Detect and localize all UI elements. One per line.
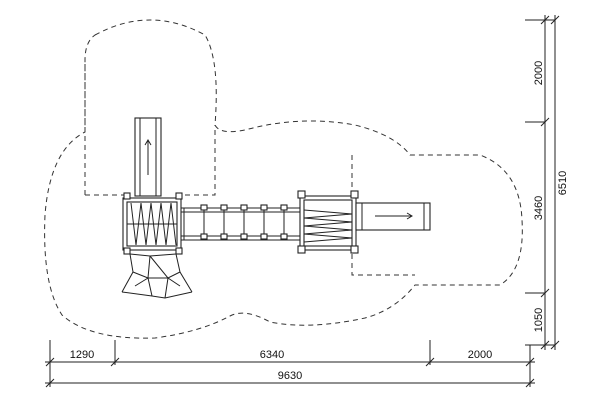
dim-bottom-total: 9630: [278, 370, 302, 382]
net-climber: [121, 253, 193, 299]
right-dimension-chain: 2000 3460 1050 6510: [525, 15, 569, 350]
right-slide: [355, 202, 431, 231]
safety-zone-outline: [44, 19, 523, 339]
dim-bottom-middle: 6340: [260, 349, 284, 361]
bottom-dimension-chain: 1290 6340 2000 9630: [45, 340, 535, 388]
dim-bottom-right: 2000: [468, 349, 492, 361]
dim-right-total: 6510: [557, 171, 569, 195]
dim-bottom-left: 1290: [70, 349, 94, 361]
upper-use-zone: [84, 60, 216, 196]
dim-right-bottom: 1050: [533, 308, 545, 332]
rope-bridge: [181, 204, 300, 241]
top-slide: [134, 117, 162, 197]
left-tower: [122, 192, 183, 255]
right-tower: [297, 190, 359, 254]
dim-right-top: 2000: [533, 61, 545, 85]
dim-right-middle: 3460: [533, 196, 545, 220]
